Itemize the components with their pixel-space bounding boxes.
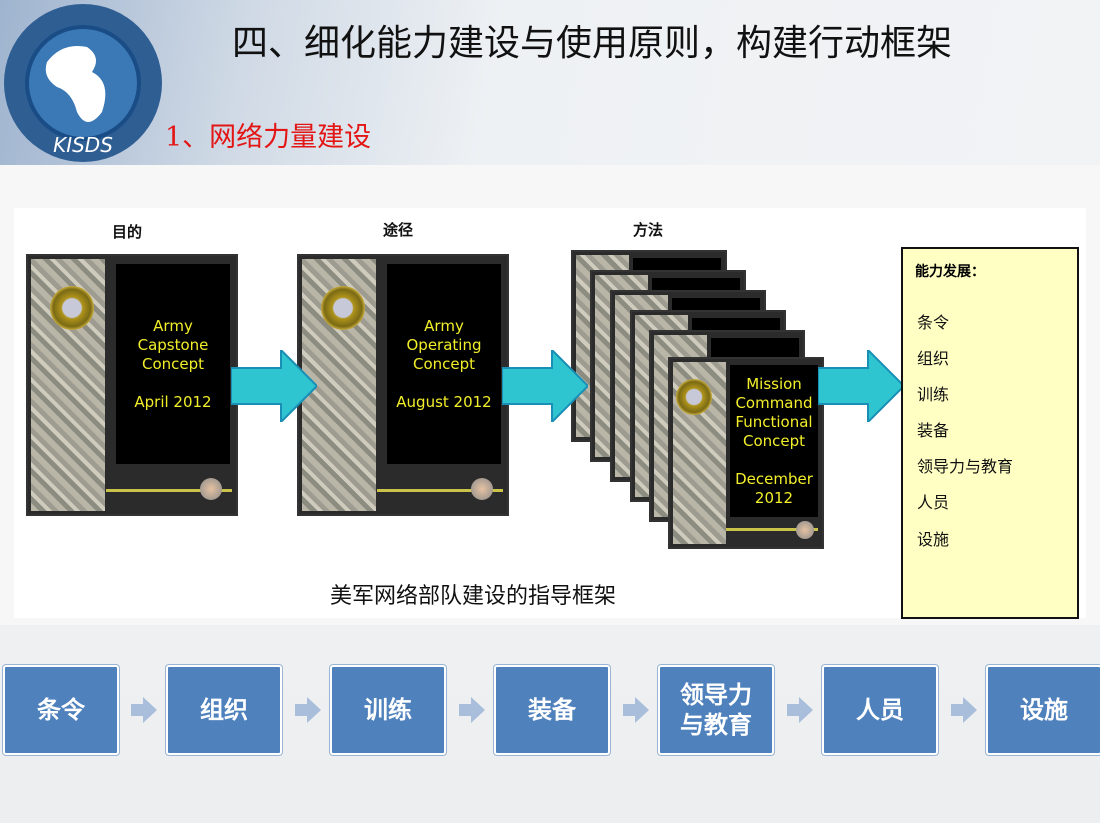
label-purpose: 目的 [112,223,143,241]
book-date: 2012 [754,488,794,507]
capability-item: 条令 [917,313,950,332]
capability-item: 组织 [917,349,950,368]
book-title-line: Functional [735,412,813,431]
label-method: 方法 [633,221,664,239]
emblem-icon [200,478,222,500]
kisds-logo: KISDS [4,4,162,162]
book-date: April 2012 [134,392,212,411]
book-title-line: Concept [742,431,806,450]
svg-text:KISDS: KISDS [53,133,113,157]
capability-item: 设施 [917,530,950,549]
book-date: August 2012 [396,392,492,411]
capability-item: 人员 [917,493,950,512]
header-background [0,0,1100,165]
capability-item: 领导力与教育 [917,457,1014,476]
small-arrow-icon [623,697,649,723]
book-title: Army Operating Concept [406,316,482,373]
small-arrow-icon [951,697,977,723]
capability-heading: 能力发展： [915,264,985,280]
emblem-icon [471,478,493,500]
capability-item: 训练 [917,385,950,404]
army-seal-icon [50,286,94,330]
arrow-right-icon [502,350,588,422]
flow-step-doctrine: 条令 [3,665,119,755]
arrow-right-icon [818,350,904,422]
emblem-icon [796,521,814,539]
army-seal-icon [321,286,365,330]
flow-step-leadership: 领导力与教育 [658,665,774,755]
capability-item: 装备 [917,421,950,440]
small-arrow-icon [459,697,485,723]
small-arrow-icon [787,697,813,723]
capability-development-box: 能力发展： 条令 组织 训练 装备 领导力与教育 人员 设施 [901,247,1079,619]
book-title-line: Command [735,393,813,412]
slide-subtitle: 1、网络力量建设 [165,122,372,153]
flow-step-organization: 组织 [166,665,282,755]
small-arrow-icon [131,697,157,723]
book-title-line: Mission [746,374,802,393]
label-way: 途径 [383,221,414,239]
flow-step-materiel: 装备 [494,665,610,755]
slide-title: 四、细化能力建设与使用原则，构建行动框架 [232,23,953,64]
small-arrow-icon [295,697,321,723]
diagram-caption: 美军网络部队建设的指导框架 [330,584,617,609]
book-date: December [735,469,813,488]
army-seal-icon [676,379,712,415]
flow-step-training: 训练 [330,665,446,755]
arrow-right-icon [231,350,317,422]
flow-step-facilities: 设施 [986,665,1100,755]
flow-step-personnel: 人员 [822,665,938,755]
book-title: Army Capstone Concept [137,316,209,373]
